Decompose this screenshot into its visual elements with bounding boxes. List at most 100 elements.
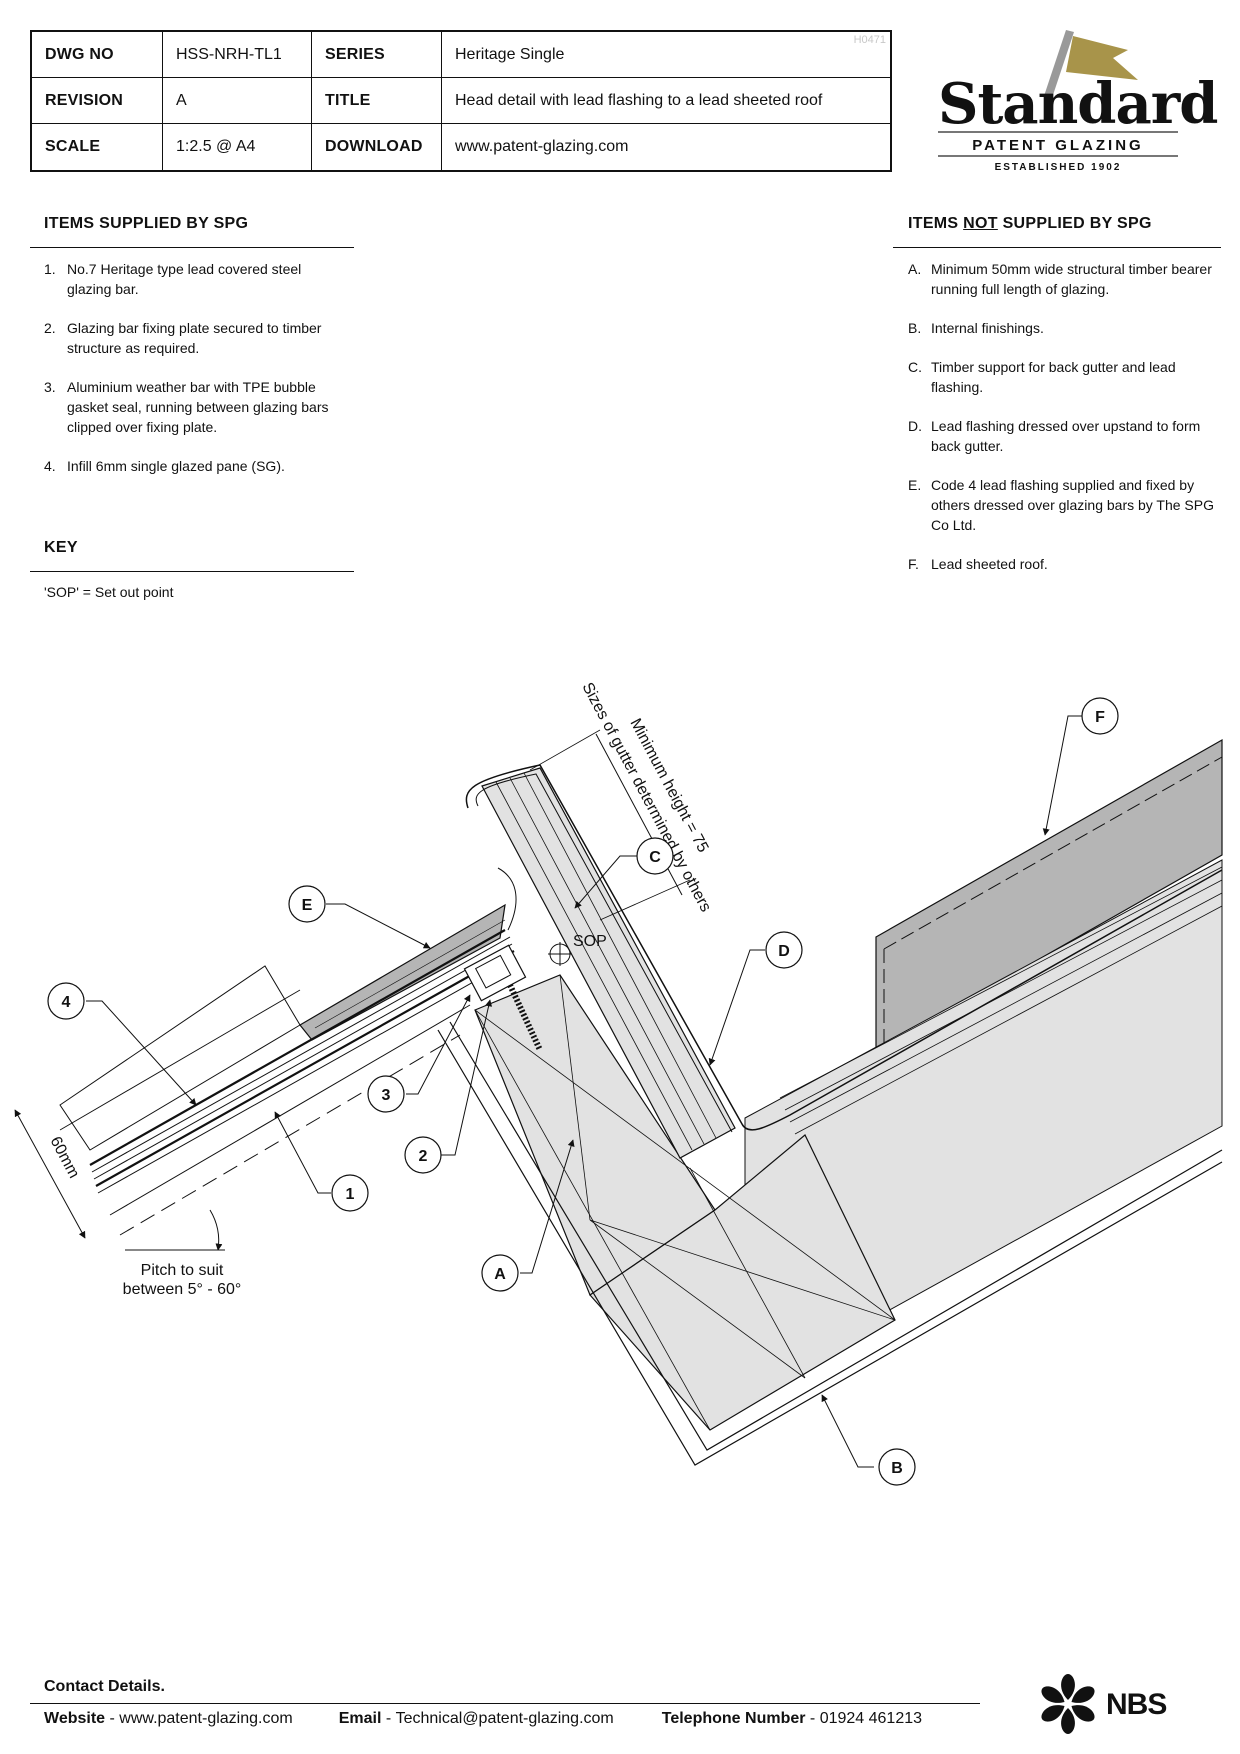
series-value: Heritage Single [442, 32, 890, 78]
code4-lead-flashing [299, 903, 506, 1041]
item-text: Glazing bar fixing plate secured to timb… [67, 320, 322, 356]
callout-A: A [481, 1254, 519, 1292]
dwg-no-value: HSS-NRH-TL1 [163, 32, 312, 78]
drawing-reference: H0471 [853, 34, 886, 46]
download-link[interactable]: www.patent-glazing.com [455, 138, 629, 155]
item-marker: D. [908, 418, 922, 434]
download-label: DOWNLOAD [312, 124, 442, 170]
heading-part: ITEMS [908, 215, 964, 232]
separator: - [381, 1710, 396, 1727]
roof-line [789, 892, 1223, 1123]
item-marker: F. [908, 556, 919, 572]
callout-label: 2 [419, 1148, 428, 1165]
callout-1: 1 [331, 1174, 369, 1212]
bar-web-line [109, 1004, 471, 1216]
title-label: TITLE [312, 78, 442, 124]
leader-1 [274, 1111, 331, 1194]
callout-B: B [878, 1448, 916, 1486]
pitch-arc [209, 1209, 223, 1251]
callout-2: 2 [404, 1136, 442, 1174]
timber-diagonal [589, 1219, 806, 1379]
flag-icon [938, 30, 1178, 157]
callout-3: 3 [367, 1075, 405, 1113]
leader-D [708, 949, 765, 1066]
standard-patent-glazing-logo: Standard PATENT GLAZING ESTABLISHED 1902 [938, 28, 1218, 178]
list-item: B.Internal finishings. [908, 318, 1218, 338]
callout-label: E [302, 897, 313, 914]
callout-label: 1 [346, 1186, 355, 1203]
website-link[interactable]: www.patent-glazing.com [119, 1710, 293, 1727]
gutter-extension-line [529, 729, 601, 771]
scale-value: 1:2.5 @ A4 [163, 124, 312, 170]
lead-sheet-dashed-line [883, 756, 1223, 950]
item-text: Aluminium weather bar with TPE bubble ga… [67, 379, 329, 435]
callout-label: B [891, 1460, 903, 1477]
series-label: SERIES [312, 32, 442, 78]
nbs-logo: NBS [1036, 1670, 1167, 1740]
timber-diagonal [474, 1009, 711, 1431]
item-text: Lead flashing dressed over upstand to fo… [931, 418, 1201, 454]
leader-E [326, 903, 431, 949]
item-text: No.7 Heritage type lead covered steel gl… [67, 261, 302, 297]
internal-finish-line [437, 1029, 1223, 1466]
item-text: Infill 6mm single glazed pane (SG). [67, 458, 285, 474]
revision-value: A [163, 78, 312, 124]
list-item: 2.Glazing bar fixing plate secured to ti… [44, 318, 334, 358]
timber-grain [509, 777, 705, 1145]
nbs-wordmark: NBS [1106, 1688, 1167, 1721]
list-item: F. Lead sheeted roof. [908, 554, 1218, 574]
footer-rule [30, 1703, 980, 1704]
glass-pane-line [93, 943, 513, 1180]
dim-60-label: 60mm [46, 1134, 82, 1181]
bar-dashed-line [119, 1034, 461, 1236]
website-label: Website [44, 1710, 106, 1727]
supplied-heading: ITEMS SUPPLIED BY SPG [44, 215, 249, 232]
timber-diagonal [474, 1009, 896, 1321]
logo-established: ESTABLISHED 1902 [994, 162, 1122, 173]
glass-pane-line [97, 957, 517, 1194]
list-item: 3.Aluminium weather bar with TPE bubble … [44, 377, 334, 437]
pitch-note-2: between 5° - 60° [123, 1281, 242, 1298]
phone-label: Telephone Number [661, 1710, 806, 1727]
flashing-hatch [314, 919, 506, 1029]
timber-diagonal [589, 1219, 896, 1321]
separator: - [105, 1710, 120, 1727]
list-item: 4. Infill 6mm single glazed pane (SG). [44, 456, 334, 476]
head-detail-drawing: SOP Sizes of gutter determined by others… [14, 680, 1223, 1486]
lead-flashing-inner [475, 773, 733, 1133]
phone-value[interactable]: 01924 461213 [819, 1710, 923, 1727]
heading-not: NOT [963, 215, 998, 232]
callout-label: 4 [62, 994, 71, 1011]
supplied-rule [30, 247, 354, 248]
fixing-plate [474, 954, 512, 989]
not-supplied-heading: ITEMS NOT SUPPLIED BY SPG [908, 215, 1152, 233]
list-item: D. Lead flashing dressed over upstand to … [908, 416, 1218, 456]
dwg-no-label: DWG NO [32, 32, 163, 78]
glazing-bar-line [59, 989, 301, 1131]
item-marker: C. [908, 359, 922, 375]
dim-60-line [14, 1109, 86, 1239]
revision-label: REVISION [32, 78, 163, 124]
lead-sheet-roof [875, 738, 1223, 1054]
flag-banner [1066, 36, 1138, 80]
timber-diagonal [559, 974, 591, 1221]
contact-heading: Contact Details. [44, 1678, 165, 1695]
key-heading: KEY [44, 539, 78, 556]
flashing-drip [497, 867, 517, 931]
item-text: Internal finishings. [931, 320, 1044, 336]
list-item: C.Timber support for back gutter and lea… [908, 357, 1218, 397]
key-text: 'SOP' = Set out point [44, 584, 174, 600]
email-link[interactable]: Technical@patent-glazing.com [395, 1710, 614, 1727]
leader-A [520, 1139, 575, 1274]
item-text: Minimum 50mm wide structural timber bear… [931, 261, 1212, 297]
timber-grain [523, 772, 717, 1139]
leader-B [821, 1394, 874, 1468]
flag-pole [1044, 30, 1074, 98]
item-text: Lead sheeted roof. [931, 556, 1048, 572]
item-marker: 1. [44, 261, 56, 277]
callout-label: F [1095, 709, 1105, 726]
timber-grain [495, 781, 693, 1151]
item-marker: 4. [44, 458, 56, 474]
timber-block [589, 1134, 896, 1431]
logo-subtitle: PATENT GLAZING [972, 137, 1144, 154]
